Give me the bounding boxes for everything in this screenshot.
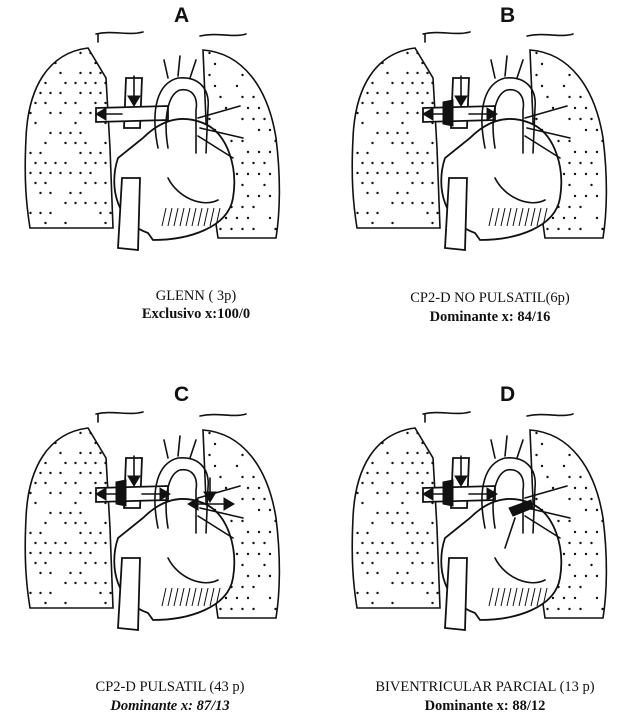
right-lung	[352, 428, 440, 608]
heart-diagram-glenn	[18, 28, 288, 258]
panel-letter: A	[174, 4, 189, 28]
arch-branches	[164, 436, 196, 458]
heart-diagram-cp2d-no-pulsatil	[345, 28, 615, 258]
anastomosis-mark	[443, 480, 453, 506]
inferior-vena-cava	[445, 178, 467, 250]
panel-detail: Dominante x: 84/16	[360, 309, 620, 326]
panel-letter: B	[500, 4, 515, 28]
arch-branches	[491, 56, 523, 78]
right-lung	[25, 48, 113, 228]
clavicle-mark	[200, 34, 246, 36]
arch-branches	[491, 436, 523, 458]
panel-caption: CP2-D NO PULSATIL(6p)	[360, 290, 620, 307]
inferior-vena-cava	[445, 558, 467, 630]
clavicle-mark	[527, 414, 573, 416]
panel-caption: GLENN ( 3p)	[96, 288, 296, 305]
panel-caption: CP2-D PULSATIL (43 p)	[40, 679, 300, 696]
right-lung	[352, 48, 440, 228]
panel-detail: Dominante x: 88/12	[340, 698, 630, 715]
panel-letter: D	[500, 383, 515, 407]
heart-diagram-biventricular-parcial	[345, 408, 615, 638]
anastomosis-mark	[116, 480, 126, 506]
inferior-vena-cava	[118, 558, 140, 630]
panel-detail: Exclusivo x:100/0	[96, 306, 296, 323]
clavicle-mark	[527, 34, 573, 36]
panel-detail: Dominante x: 87/13	[40, 698, 300, 715]
heart-diagram-cp2d-pulsatil	[18, 408, 288, 638]
panel-letter: C	[174, 383, 189, 407]
anastomosis-mark	[443, 100, 453, 126]
inferior-vena-cava	[118, 178, 140, 250]
clavicle-mark	[423, 412, 470, 414]
right-lung	[25, 428, 113, 608]
panel-caption: BIVENTRICULAR PARCIAL (13 p)	[340, 679, 630, 696]
clavicle-mark	[96, 32, 143, 34]
clavicle-mark	[200, 414, 246, 416]
arch-branches	[164, 56, 196, 78]
clavicle-mark	[96, 412, 143, 414]
clavicle-mark	[423, 32, 470, 34]
